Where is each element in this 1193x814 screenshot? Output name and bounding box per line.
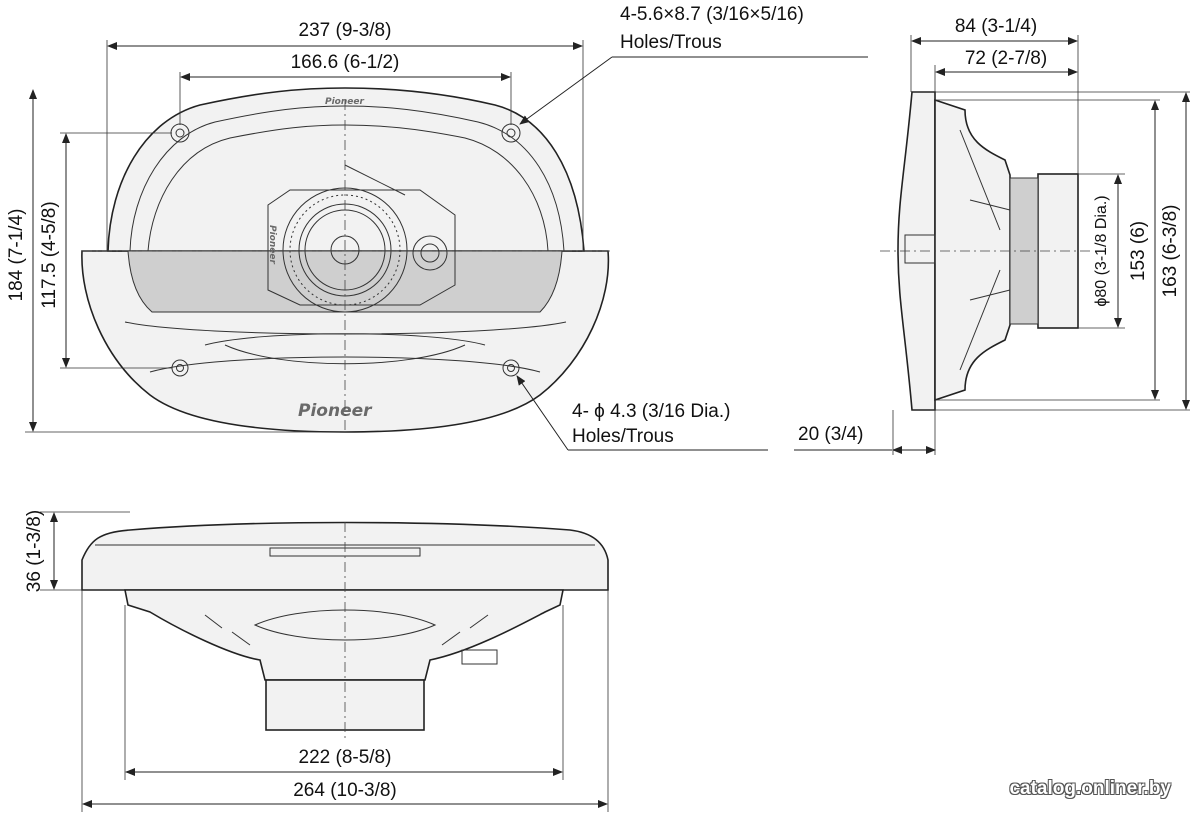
watermark-text: catalog.onliner.by <box>1009 778 1171 799</box>
label-front-height-holes: 117.5 (4-5/8) <box>39 201 60 308</box>
label-front-width-overall: 237 (9-3/8) <box>299 20 392 41</box>
note-round-holes-line2: Holes/Trous <box>572 426 674 447</box>
front-upper-frame <box>107 87 585 252</box>
side-flange <box>897 91 936 411</box>
round-holes-leader <box>517 376 768 451</box>
bottom-view: 36 (1-3/8) 222 (8-5/8) 264 (10-3/8) <box>24 510 609 812</box>
label-bottom-height: 36 (1-3/8) <box>24 510 45 592</box>
label-side-height-inner: 153 (6) <box>1128 221 1149 281</box>
note-slot-holes-line2: Holes/Trous <box>620 32 722 53</box>
slot-holes-leader <box>520 56 868 124</box>
label-front-height-overall: 184 (7-1/4) <box>6 209 27 302</box>
bottom-basket <box>124 589 564 681</box>
side-basket <box>934 98 1011 402</box>
note-slot-holes-line1: 4-5.6×8.7 (3/16×5/16) <box>620 4 804 25</box>
label-side-height-overall: 163 (6-3/8) <box>1160 205 1181 298</box>
note-round-holes-line1: 4- ϕ 4.3 (3/16 Dia.) <box>572 401 731 422</box>
label-side-depth-overall: 84 (3-1/4) <box>955 16 1037 37</box>
grille-logo: Pioneer <box>298 401 373 421</box>
label-side-flange: 20 (3/4) <box>798 424 863 445</box>
grille-rib-3 <box>204 333 486 346</box>
label-bottom-width-inner: 222 (8-5/8) <box>299 747 392 768</box>
label-side-depth-magnet: 72 (2-7/8) <box>965 48 1047 69</box>
label-bottom-width-overall: 264 (10-3/8) <box>293 780 397 801</box>
label-side-magnet-dia: ϕ80 (3-1/8 Dia.) <box>1093 195 1110 306</box>
label-front-width-holes: 166.6 (6-1/2) <box>291 52 400 73</box>
side-view: 84 (3-1/4) 72 (2-7/8) 20 (3/4) ϕ80 (3-1/… <box>794 16 1190 455</box>
tweeter-logo: Pioneer <box>267 225 277 264</box>
front-view: Pioneer Pioneer Pioneer 237 (9-3/8) 166.… <box>6 4 868 451</box>
